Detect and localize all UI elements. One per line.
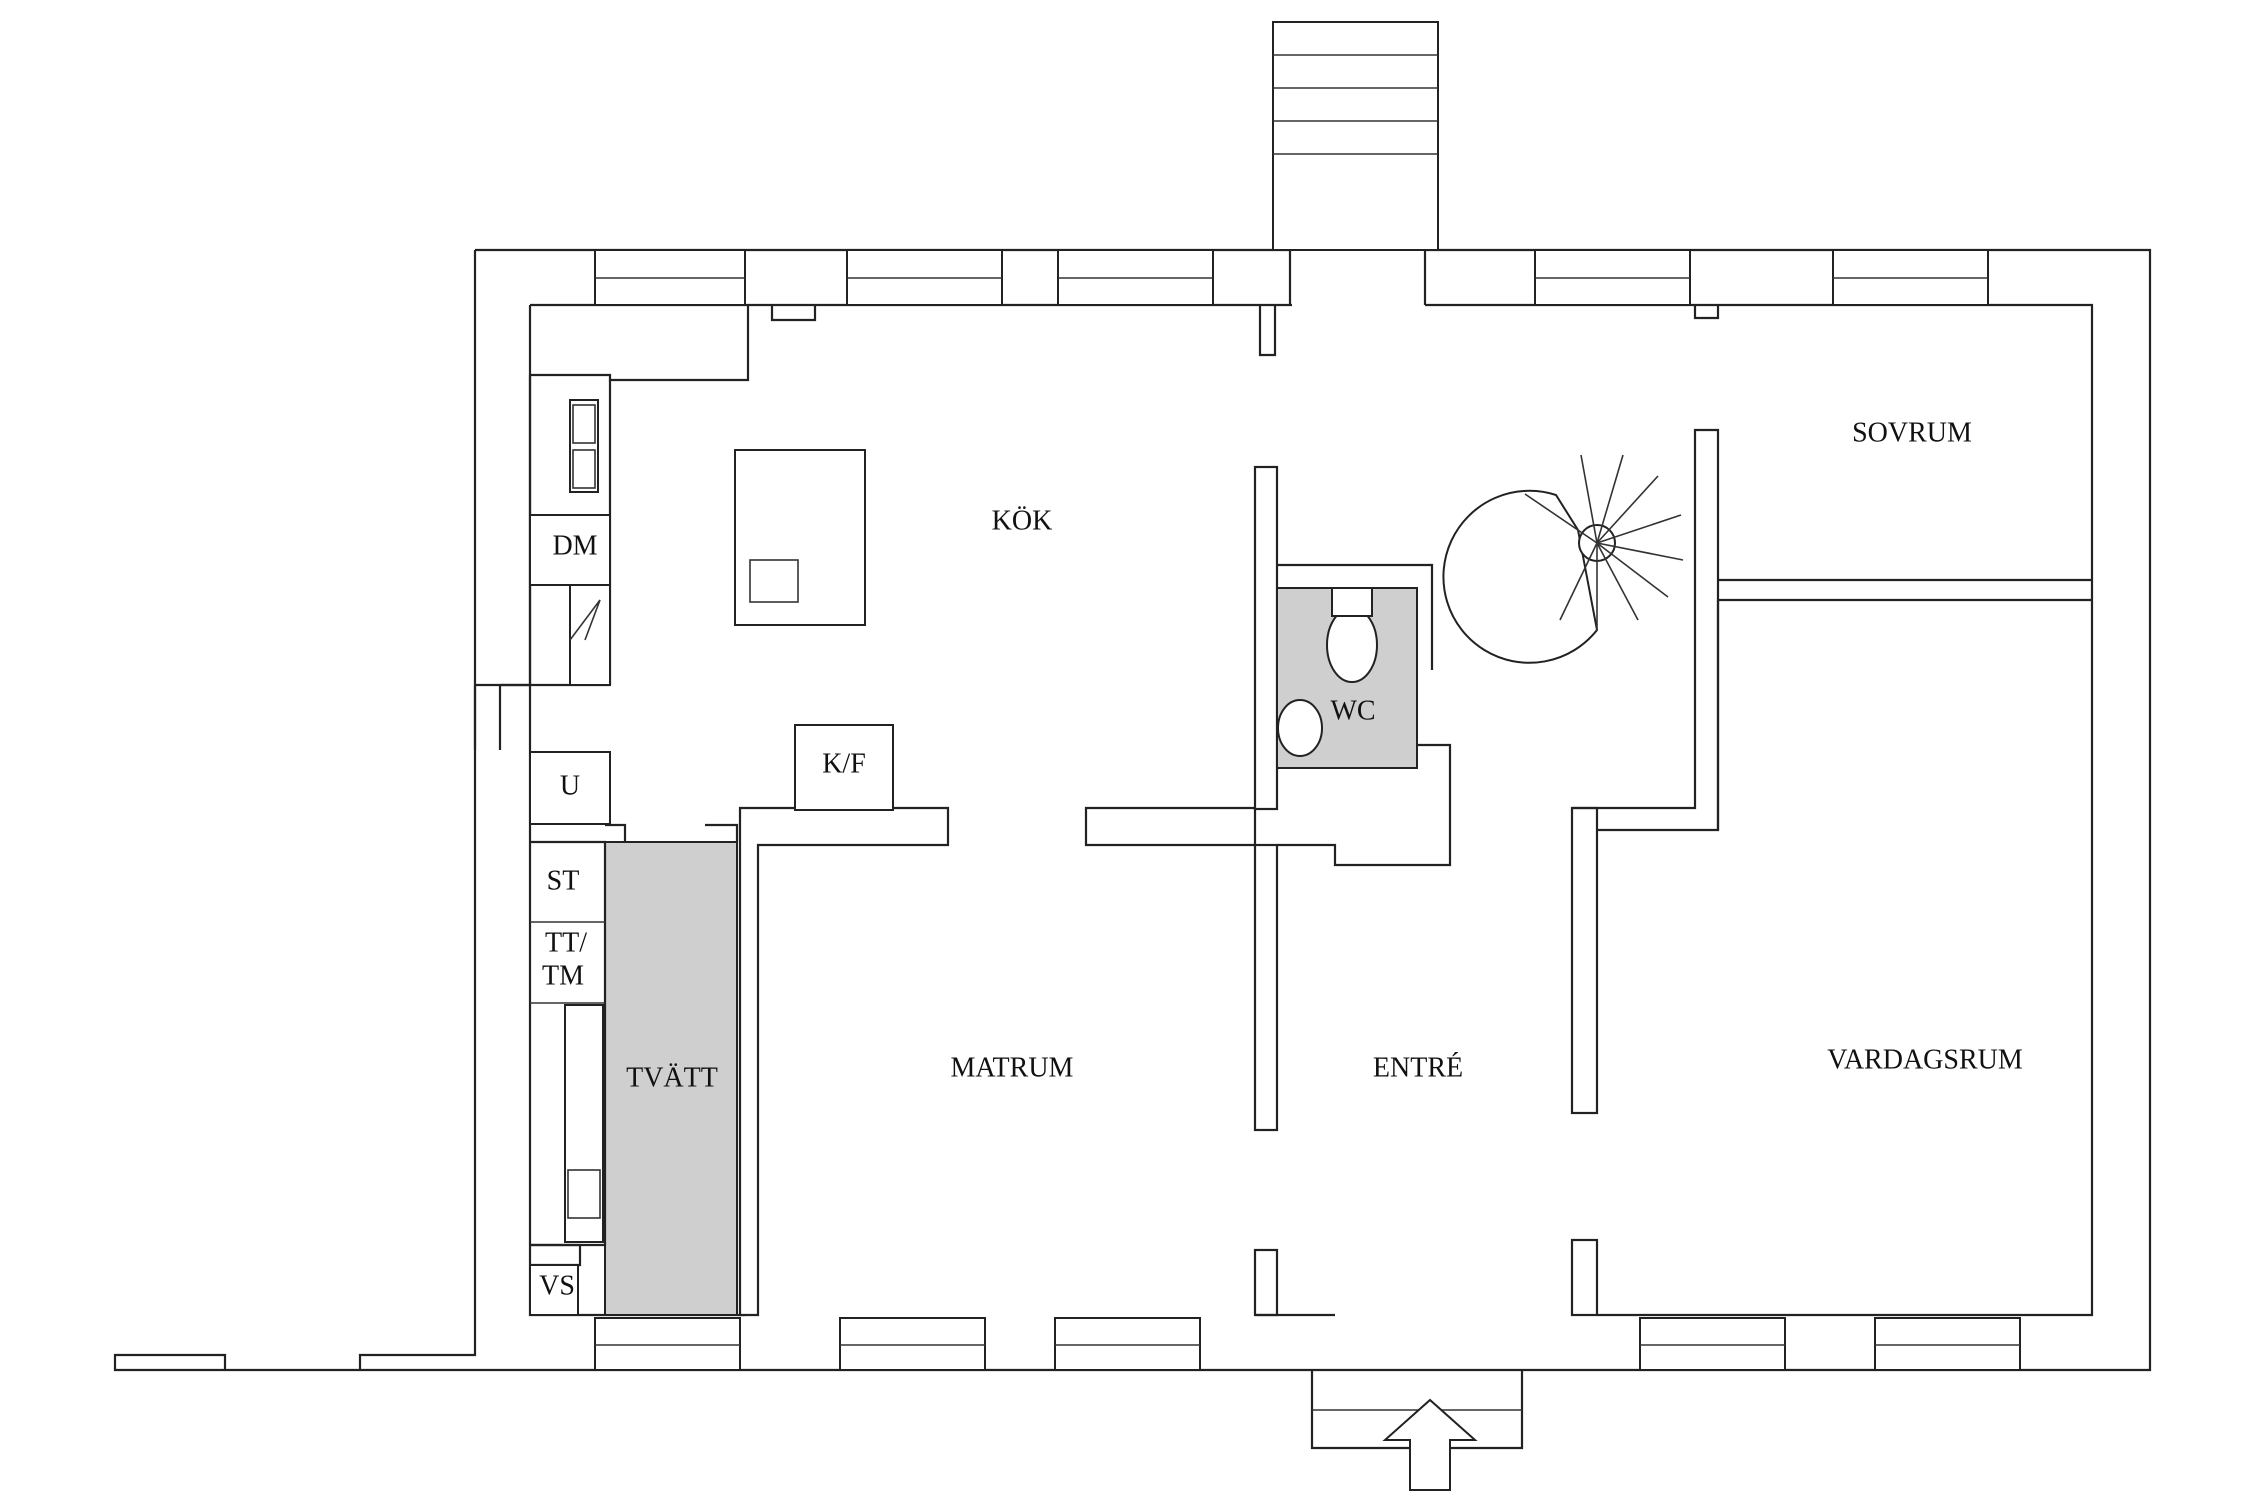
fixture-label-vs: VS	[539, 1270, 575, 1301]
laundry-room	[529, 823, 739, 1316]
spiral-staircase-icon	[1442, 454, 1684, 664]
fridge-u-fixture	[529, 751, 611, 825]
toilet-icon	[1326, 607, 1378, 683]
fixture-label-st: ST	[547, 865, 580, 896]
room-label-sovrum: SOVRUM	[1852, 417, 1972, 448]
fixture-label-tt: TT/	[545, 927, 587, 958]
sink-icon	[569, 399, 599, 493]
room-label-kok: KÖK	[992, 505, 1053, 536]
laundry-floor	[604, 841, 738, 1316]
room-label-vardagsrum: VARDAGSRUM	[1827, 1044, 2023, 1075]
wc-room	[1276, 587, 1418, 769]
fixture-label-u: U	[560, 770, 580, 801]
vs-fixture	[529, 1264, 579, 1316]
fixture-label-tm: TM	[542, 960, 584, 991]
room-label-tvatt: TVÄTT	[626, 1062, 718, 1093]
entrance-step-bottom	[1310, 1370, 1524, 1491]
dishwasher-fixture	[529, 514, 611, 586]
cooktop-icon	[749, 559, 799, 603]
windows-bottom	[594, 1317, 2021, 1371]
windows-top	[594, 249, 1989, 306]
kitchen-counter-left	[473, 375, 611, 825]
washbasin-icon	[1277, 699, 1323, 757]
interior-walls	[475, 305, 2092, 1317]
laundry-sink-icon	[564, 1004, 604, 1243]
fixture-label-kf: K/F	[822, 748, 866, 779]
room-label-entre: ENTRÉ	[1373, 1052, 1463, 1083]
oven-fixture	[569, 584, 611, 686]
fixture-label-dm: DM	[552, 530, 597, 561]
room-label-wc: WC	[1330, 695, 1375, 726]
entrance-stairs-top	[1272, 21, 1439, 251]
fridge-freezer-fixture	[794, 724, 894, 811]
kitchen-island	[734, 449, 866, 626]
room-label-matrum: MATRUM	[951, 1052, 1074, 1083]
entrance-arrow-icon	[1382, 1398, 1478, 1491]
